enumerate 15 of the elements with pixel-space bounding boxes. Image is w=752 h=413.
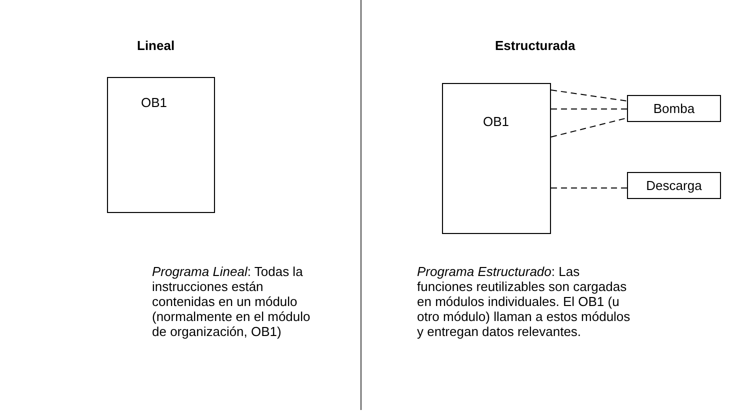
function-box bbox=[627, 95, 721, 122]
module-box bbox=[442, 83, 551, 234]
description-text: Programa Lineal: Todas la instrucciones están contenidas en un módulo (normalmente en el módulo de organización, OB1) bbox=[152, 264, 312, 339]
node-label: OB1 bbox=[141, 95, 168, 110]
module-box bbox=[107, 77, 215, 213]
dashed-connector bbox=[550, 118, 628, 138]
node-label: Bomba bbox=[653, 101, 695, 116]
node-label: OB1 bbox=[483, 114, 510, 129]
node-label: Descarga bbox=[646, 178, 702, 193]
panel-heading: Lineal bbox=[137, 38, 175, 53]
panel-heading: Estructurada bbox=[495, 38, 576, 53]
dashed-connector bbox=[550, 90, 628, 102]
dashed-connector bbox=[550, 108, 628, 110]
description-text: Programa Estructurado: Las funciones reutilizables son cargadas en módulos individuales. El OB1 (u otro módulo) llaman a estos módulos y entregan datos relevantes. bbox=[417, 264, 632, 339]
function-box bbox=[627, 172, 721, 199]
